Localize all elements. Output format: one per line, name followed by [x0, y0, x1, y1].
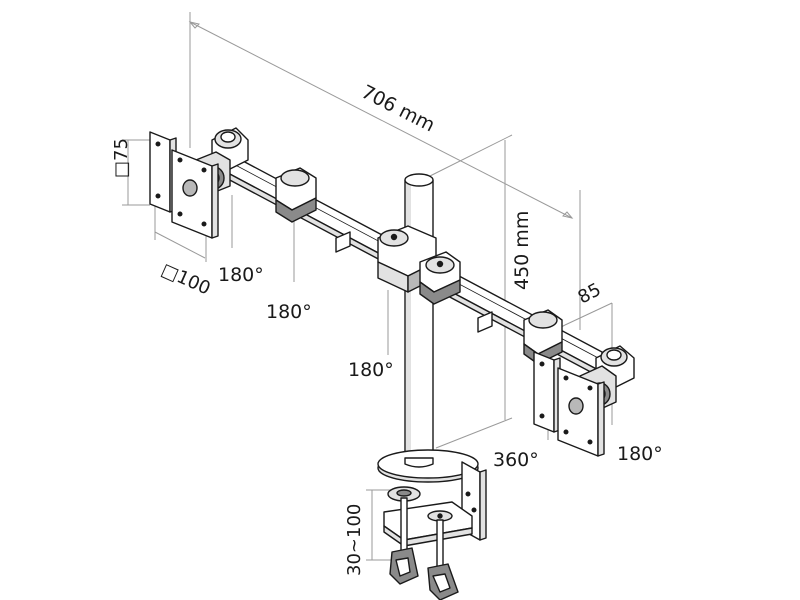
- arm-depth-label: 85: [574, 279, 604, 308]
- right-vesa-head: [533, 345, 635, 457]
- vesa-small-label: □75: [111, 138, 132, 178]
- left-arm-swivel-label: 180°: [266, 301, 312, 323]
- clamp-range-label: 30~100: [344, 504, 365, 576]
- pole: [404, 173, 434, 463]
- left-vesa-head: [149, 127, 249, 239]
- right-arm-swivel-label: 360°: [493, 449, 539, 471]
- center-swivel-label: 180°: [348, 359, 394, 381]
- center-hub: [377, 225, 461, 305]
- height-label: 450 mm: [511, 211, 533, 290]
- right-tilt-label: 180°: [617, 443, 663, 465]
- total-width-label: 706 mm: [358, 81, 439, 137]
- left-tilt-label: 180°: [218, 264, 264, 286]
- dimension-lines: [122, 12, 613, 561]
- desk-clamp: [377, 449, 487, 600]
- left-arm-sleeve: [275, 167, 351, 253]
- vesa-large-label: □100: [158, 259, 213, 299]
